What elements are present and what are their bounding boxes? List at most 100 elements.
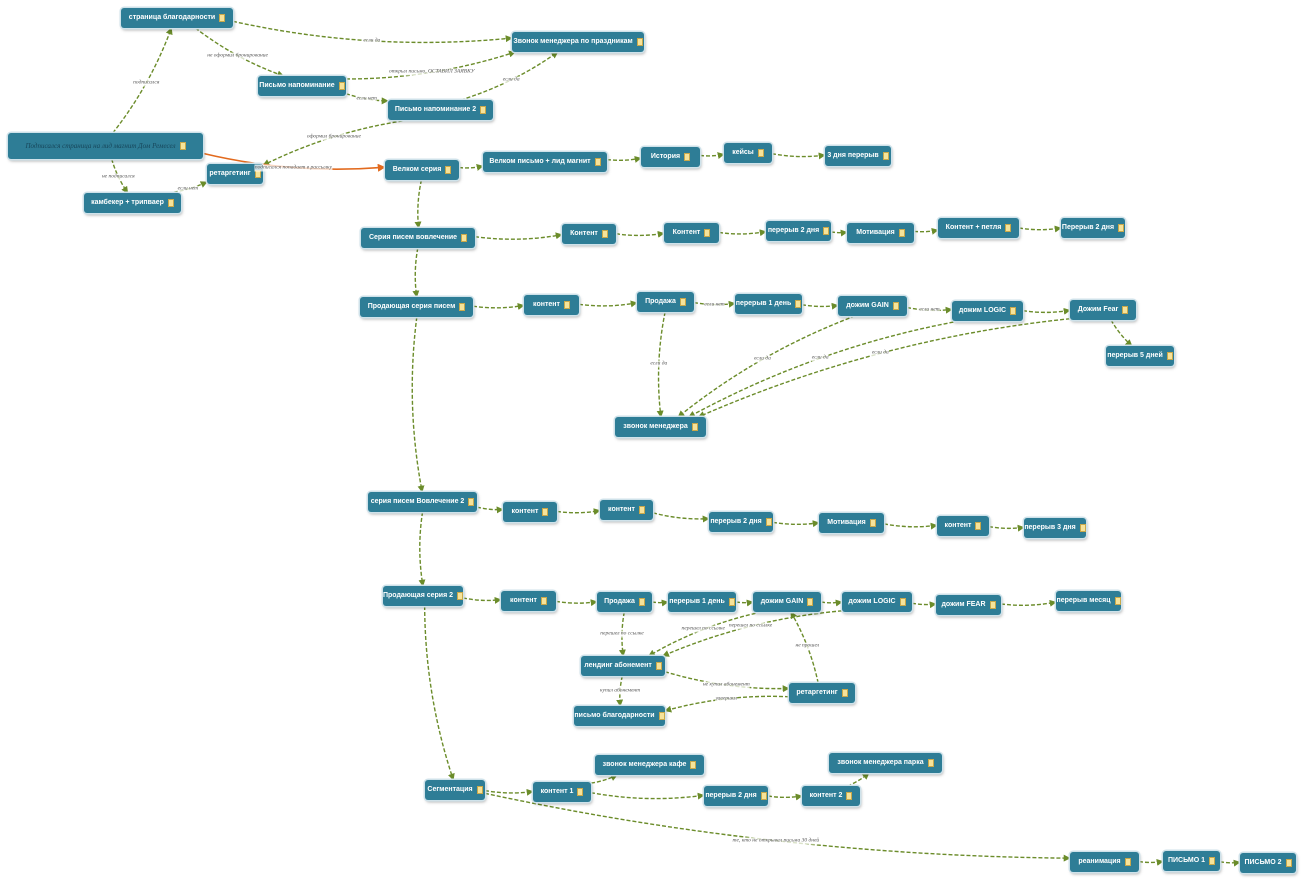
node-s_per2[interactable]: перерыв 2 дня: [704, 786, 768, 806]
node-p2_fear[interactable]: дожим FEAR: [936, 595, 1001, 615]
node-v_kont2[interactable]: Контент: [664, 223, 719, 243]
node-v_kont1[interactable]: Контент: [562, 224, 616, 244]
node-retarget2[interactable]: ретаргетинг: [789, 683, 855, 703]
node-p_fear[interactable]: Дожим Fear: [1070, 300, 1136, 320]
note-icon: [882, 152, 889, 160]
edge-label: если да: [502, 76, 520, 84]
edge-s_per2-s_kont2: [767, 793, 803, 801]
note-icon: [728, 598, 735, 606]
node-v2_kont1[interactable]: контент: [503, 502, 557, 522]
note-icon: [1114, 597, 1121, 605]
node-kamb[interactable]: камбекер + трипваер: [84, 193, 181, 213]
edge-p2_prod-p2_per1: [651, 599, 669, 607]
node-p2_gain[interactable]: дожим GAIN: [753, 592, 821, 612]
edge-segm-s_kont1: [484, 788, 534, 796]
node-root[interactable]: Подписался страница на лид магнит Дом Ре…: [8, 133, 203, 159]
node-v2_kont3[interactable]: контент: [937, 516, 989, 536]
edge-p_fear-p_zvonok: [697, 318, 1071, 418]
note-icon: [459, 303, 466, 311]
node-label: кейсы: [732, 149, 754, 156]
node-3dnya[interactable]: 3 дня перерыв: [825, 146, 891, 166]
node-p_kont[interactable]: контент: [524, 295, 579, 315]
node-p2_kont[interactable]: контент: [501, 591, 556, 611]
node-pismo1[interactable]: ПИСЬМО 1: [1163, 851, 1220, 871]
node-pismo2[interactable]: ПИСЬМО 2: [1240, 853, 1296, 873]
node-label: страница благодарности: [128, 14, 216, 21]
node-label: Контент: [570, 230, 598, 237]
node-p_logic[interactable]: дожим LOGIC: [952, 301, 1023, 321]
node-v2_per3[interactable]: перерыв 3 дня: [1024, 518, 1086, 538]
note-icon: [338, 82, 345, 90]
node-v2_kont2[interactable]: контент: [600, 500, 653, 520]
node-s_kont1[interactable]: контент 1: [533, 782, 591, 802]
node-s_kont2[interactable]: контент 2: [802, 786, 860, 806]
node-s_zvkafe[interactable]: звонок менеджера кафе: [595, 755, 704, 775]
node-segm[interactable]: Сегментация: [425, 780, 485, 800]
node-p_zvonok[interactable]: звонок менеджера: [615, 417, 706, 437]
node-retarget1[interactable]: ретаргетинг: [207, 164, 263, 184]
edge-v2_kont2-v2_per2: [652, 512, 710, 523]
node-label: ретаргетинг: [209, 170, 251, 177]
node-label: Продажа: [645, 298, 676, 305]
node-v_petlya[interactable]: Контент + петля: [938, 218, 1019, 238]
node-pismo_nap[interactable]: Письмо напоминание: [258, 76, 346, 96]
node-welcome_pismo[interactable]: Велком письмо + лид магнит: [483, 152, 607, 172]
node-welcome[interactable]: Велком серия: [385, 160, 459, 180]
node-prod2[interactable]: Продающая серия 2: [383, 586, 463, 606]
node-landing[interactable]: лендинг абонемент: [581, 656, 665, 676]
node-pismo_blag[interactable]: письмо благодарности: [574, 706, 665, 726]
edge-label: купил абонемент: [599, 687, 641, 695]
edge-p2_gain-p2_logic: [820, 599, 843, 607]
node-vovl[interactable]: Серия писем вовлечение: [361, 228, 475, 248]
edge-istoria-keisy: [699, 152, 725, 159]
node-pismo_nap2[interactable]: Письмо напоминание 2: [388, 100, 493, 120]
node-istoria[interactable]: История: [641, 147, 700, 167]
note-icon: [457, 592, 463, 600]
node-p_prod[interactable]: Продажа: [637, 292, 694, 312]
node-label: дожим GAIN: [846, 302, 889, 309]
node-label: Письмо напоминание 2: [394, 106, 477, 113]
node-reanim[interactable]: реанимация: [1070, 852, 1139, 872]
node-v_per2b[interactable]: Перерыв 2 дня: [1061, 218, 1125, 238]
node-p2_per1[interactable]: перерыв 1 день: [668, 592, 736, 612]
note-icon: [765, 518, 772, 526]
edge-vovl-v_kont1: [474, 232, 563, 240]
node-label: перерыв 2 дня: [710, 518, 762, 525]
node-prod[interactable]: Продающая серия писем: [360, 297, 473, 317]
node-v_per2[interactable]: перерыв 2 дня: [766, 221, 831, 241]
edge-keisy-3dnya: [771, 152, 826, 160]
node-s_zvpark[interactable]: звонок менеджера парка: [829, 753, 942, 773]
node-p2_permes[interactable]: перерыв месяц: [1056, 591, 1121, 611]
node-p_gain[interactable]: дожим GAIN: [838, 296, 907, 316]
note-icon: [679, 298, 686, 306]
node-p_per1[interactable]: перерыв 1 день: [735, 294, 802, 314]
node-label: Велком письмо + лид магнит: [489, 158, 591, 165]
node-v2_motiv[interactable]: Мотивация: [819, 513, 884, 533]
node-label: ПИСЬМО 1: [1167, 857, 1206, 864]
note-icon: [658, 712, 665, 720]
node-thanks[interactable]: страница благодарности: [121, 8, 233, 28]
note-icon: [704, 229, 711, 237]
note-icon: [542, 508, 549, 516]
edge-label: перешел по ссылке: [681, 625, 725, 633]
node-label: Подписался страница на лид магнит Дом Ре…: [25, 142, 176, 150]
node-v2_per2[interactable]: перерыв 2 дня: [709, 512, 773, 532]
node-vovl2[interactable]: серия писем Вовлечение 2: [368, 492, 477, 512]
node-v_motiv[interactable]: Мотивация: [847, 223, 914, 243]
node-label: дожим FEAR: [941, 601, 986, 608]
node-keisy[interactable]: кейсы: [724, 143, 772, 163]
node-label: дожим GAIN: [760, 598, 804, 605]
node-label: Перерыв 2 дня: [1061, 224, 1115, 231]
node-label: дожим LOGIC: [848, 598, 896, 605]
node-p_per5[interactable]: перерыв 5 дней: [1106, 346, 1174, 366]
edge-v_petlya-v_per2b: [1018, 225, 1062, 233]
edge-p2_gain-landing: [648, 611, 762, 657]
node-label: Контент + петля: [945, 224, 1002, 231]
node-zvonok_prazd[interactable]: Звонок менеджера по праздникам: [512, 32, 644, 52]
node-p2_logic[interactable]: дожим LOGIC: [842, 592, 912, 612]
note-icon: [1209, 857, 1216, 865]
node-label: камбекер + трипваер: [91, 199, 164, 206]
edge-p_fear-p_per5: [1110, 319, 1133, 347]
node-p2_prod[interactable]: Продажа: [597, 592, 652, 612]
note-icon: [1005, 224, 1012, 232]
